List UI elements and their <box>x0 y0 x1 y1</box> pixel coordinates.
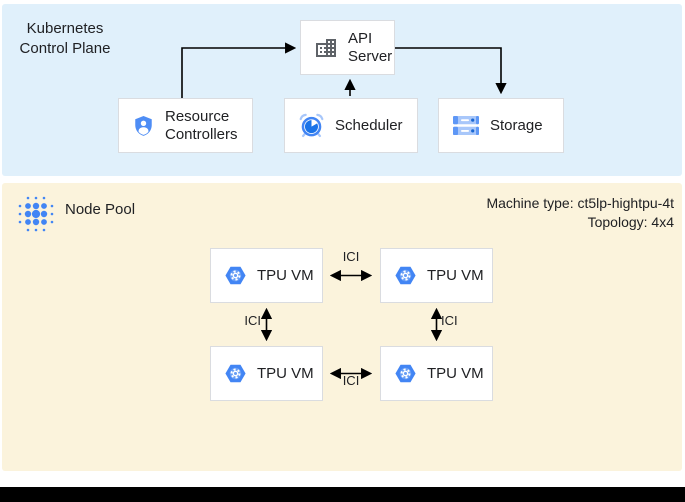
ici-label-bottom: ICI <box>342 373 360 388</box>
resource-controllers-label: Resource Controllers <box>165 107 238 143</box>
control-plane-title: Kubernetes Control Plane <box>19 20 111 57</box>
storage-box: Storage <box>438 98 564 153</box>
shield-user-icon <box>132 114 155 138</box>
tpu-vm-label: TPU VM <box>257 266 314 284</box>
scheduler-label: Scheduler <box>335 116 403 134</box>
node-pool-section: Node Pool Machine type: ct5lp-hightpu-4t… <box>2 183 682 471</box>
hexagon-gear-icon <box>394 362 417 385</box>
tpu-vm-box-bottom-right: TPU VM <box>380 346 493 401</box>
ici-label-right: ICI <box>441 313 458 328</box>
hexagon-gear-icon <box>394 264 417 287</box>
hexagon-gear-icon <box>224 362 247 385</box>
resource-controllers-box: Resource Controllers <box>118 98 253 153</box>
topology-text: Topology: 4x4 <box>587 214 674 230</box>
alarm-clock-icon <box>298 112 325 139</box>
ici-label-top: ICI <box>342 249 360 264</box>
storage-label: Storage <box>490 116 543 134</box>
tpu-vm-label: TPU VM <box>427 364 484 382</box>
ici-label-left: ICI <box>244 313 261 328</box>
tpu-vm-label: TPU VM <box>257 364 314 382</box>
control-plane-section: Kubernetes Control Plane API Server Res <box>2 4 682 176</box>
node-pool-title: Node Pool <box>65 201 136 218</box>
bottom-window-bar <box>0 487 685 502</box>
api-server-box: API Server <box>300 20 395 75</box>
server-stack-icon <box>452 114 480 137</box>
tpu-vm-box-top-right: TPU VM <box>380 248 493 303</box>
tpu-vm-box-bottom-left: TPU VM <box>210 346 323 401</box>
tpu-vm-label: TPU VM <box>427 266 484 284</box>
node-pool-meta: Machine type: ct5lp-hightpu-4t Topology:… <box>486 194 674 232</box>
scheduler-box: Scheduler <box>284 98 418 153</box>
hexagon-gear-icon <box>224 264 247 287</box>
dot-grid-icon <box>16 194 56 234</box>
machine-type-text: Machine type: ct5lp-hightpu-4t <box>486 195 674 211</box>
api-server-label: API Server <box>348 29 393 65</box>
tpu-vm-box-top-left: TPU VM <box>210 248 323 303</box>
building-icon <box>314 36 338 60</box>
